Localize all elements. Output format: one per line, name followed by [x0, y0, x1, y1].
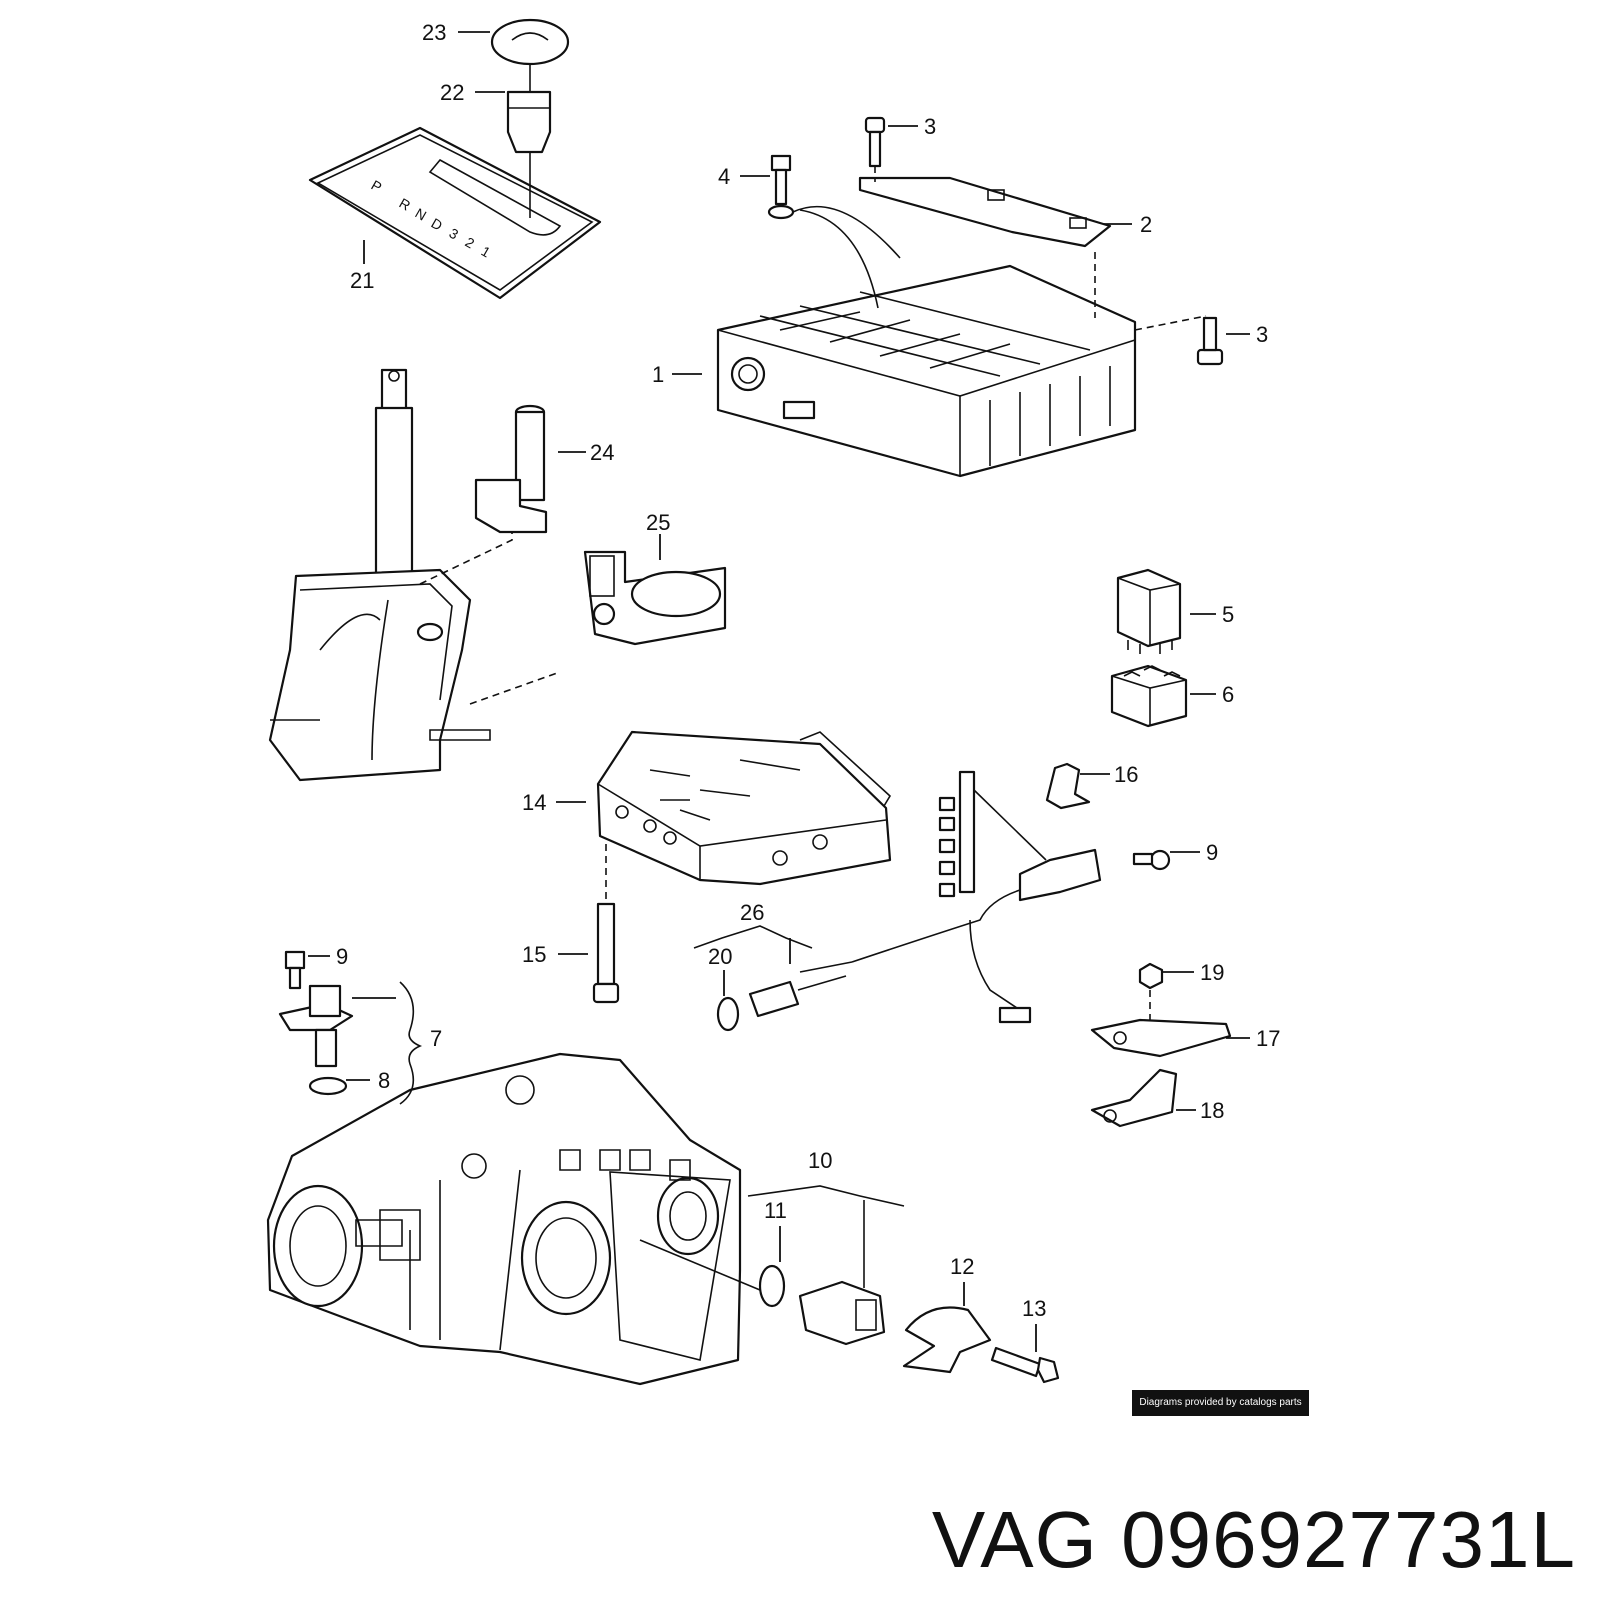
callout-labels: 23 22 21 3 4 2 3 1 24 25 5 6 14 16 9 26 …: [336, 20, 1280, 1321]
callout-1: 1: [652, 362, 664, 387]
part-number-title: VAG 096927731L: [931, 1495, 1576, 1584]
part-16-clip: [1045, 762, 1091, 810]
callout-18: 18: [1200, 1098, 1224, 1123]
part-13-bolt: [990, 1346, 1060, 1384]
callout-3-top: 3: [924, 114, 936, 139]
part-9-screw-sensor: [284, 950, 306, 990]
part-3-screw-top: [864, 116, 886, 182]
part-21-selector-plate: [308, 126, 602, 300]
callout-23: 23: [422, 20, 446, 45]
callout-26: 26: [740, 900, 764, 925]
callout-11: 11: [764, 1198, 787, 1223]
callout-24: 24: [590, 440, 614, 465]
part-17-bracket: [1090, 1018, 1232, 1058]
diagram-credit-badge: Diagrams provided by catalogs parts: [1132, 1390, 1309, 1416]
part-1-control-unit: [716, 209, 1207, 478]
callout-6: 6: [1222, 682, 1234, 707]
callout-17: 17: [1256, 1026, 1280, 1051]
part-24-guide-sleeve: [474, 404, 548, 534]
leader-lines: [308, 31, 1250, 1352]
callout-25: 25: [646, 510, 670, 535]
part-6-relay-socket: [1110, 664, 1188, 728]
part-8-o-ring: [308, 1076, 348, 1096]
callout-9-harness: 9: [1206, 840, 1218, 865]
part-14-valve-body: [596, 730, 892, 886]
part-23-shift-knob-cap: [490, 18, 570, 66]
callout-5: 5: [1222, 602, 1234, 627]
part-10-sensor: [798, 1200, 886, 1346]
callout-20: 20: [708, 944, 732, 969]
part-5-relay: [1116, 568, 1182, 654]
callout-8: 8: [378, 1068, 390, 1093]
callout-9-sensor: 9: [336, 944, 348, 969]
part-15-bolt: [592, 844, 620, 1004]
callout-21: 21: [350, 268, 374, 293]
callout-12: 12: [950, 1254, 974, 1279]
part-22-connector: [506, 64, 552, 154]
callout-13: 13: [1022, 1296, 1046, 1321]
callout-15: 15: [522, 942, 546, 967]
callout-2: 2: [1140, 212, 1152, 237]
part-7-speed-sensor: [278, 984, 354, 1068]
selector-lever-assembly: [268, 368, 561, 782]
part-4-ground-bolt: [767, 154, 901, 259]
part-25-solenoid: [583, 550, 727, 646]
callout-3-right: 3: [1256, 322, 1268, 347]
part-12-clamp: [902, 1306, 992, 1374]
part-20-sensor: [716, 975, 847, 1032]
callout-7: 7: [430, 1026, 442, 1051]
part-18-holder: [1090, 1068, 1178, 1128]
callout-19: 19: [1200, 960, 1224, 985]
part-11-o-ring: [758, 1264, 786, 1308]
callout-14: 14: [522, 790, 546, 815]
callout-10: 10: [808, 1148, 832, 1173]
callout-22: 22: [440, 80, 464, 105]
part-19-nut: [1138, 962, 1164, 1020]
callout-16: 16: [1114, 762, 1138, 787]
part-9-screw-harness: [1132, 849, 1171, 871]
callout-4: 4: [718, 164, 730, 189]
wiring-harness: [799, 770, 1102, 1024]
part-3-screw-right: [1196, 316, 1224, 366]
transmission-housing: [266, 1052, 761, 1386]
part-2-bracket: [858, 176, 1112, 248]
